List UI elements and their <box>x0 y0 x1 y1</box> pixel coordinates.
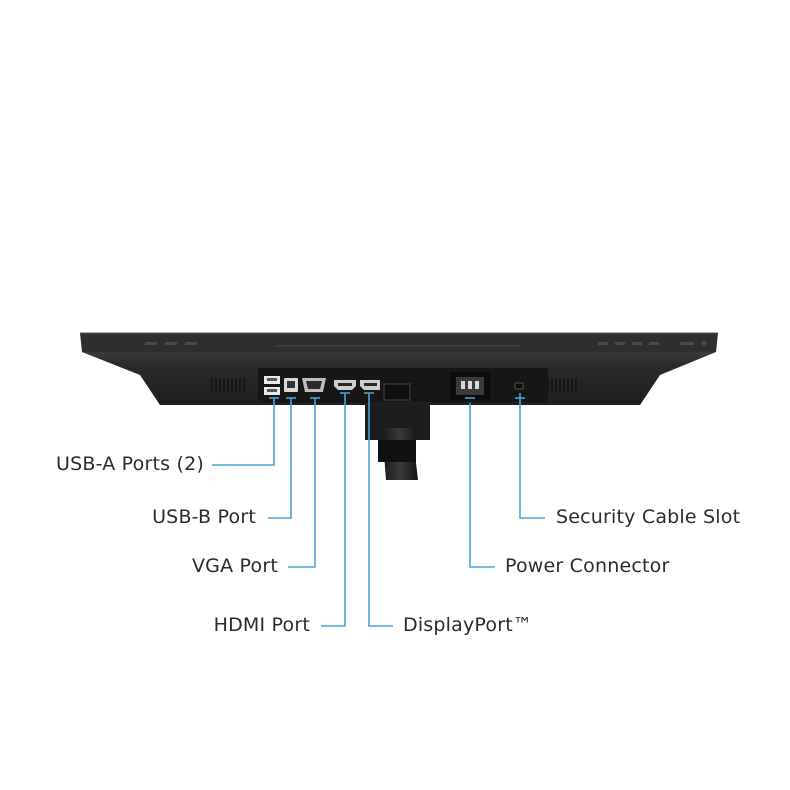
usb-a-ports <box>264 376 280 395</box>
bezel-edge <box>80 333 718 352</box>
callout-line-security <box>519 393 545 519</box>
bezel-buttons <box>145 340 707 346</box>
security-slot <box>514 382 524 390</box>
label-security-cable-slot: Security Cable Slot <box>556 506 741 528</box>
label-hdmi-port: HDMI Port <box>213 614 310 636</box>
usb-b-port <box>284 378 298 392</box>
label-power-connector: Power Connector <box>505 555 670 577</box>
callout-line-vga <box>288 398 316 568</box>
callout-line-power <box>469 403 495 568</box>
label-vga-port: VGA Port <box>191 555 278 577</box>
vent-left <box>211 378 245 392</box>
stand-neck-base <box>383 383 411 401</box>
vga-port <box>302 378 326 392</box>
callout-line-hdmi <box>321 393 346 627</box>
label-displayport: DisplayPort™ <box>403 614 533 636</box>
callout-line-displayport <box>368 393 393 627</box>
label-usb-a-ports: USB-A Ports (2) <box>56 453 204 475</box>
vent-right <box>547 378 577 392</box>
label-usb-b-port: USB-B Port <box>152 506 256 528</box>
power-connector <box>450 372 490 400</box>
hdmi-port <box>334 380 356 390</box>
callout-ticks <box>269 392 525 399</box>
stand-hinge <box>378 440 416 462</box>
callout-lines <box>212 393 545 627</box>
callout-line-usb-b <box>268 398 292 519</box>
displayport-port <box>360 380 380 390</box>
callout-line-usb-a <box>212 398 275 466</box>
stand-block <box>365 405 430 440</box>
